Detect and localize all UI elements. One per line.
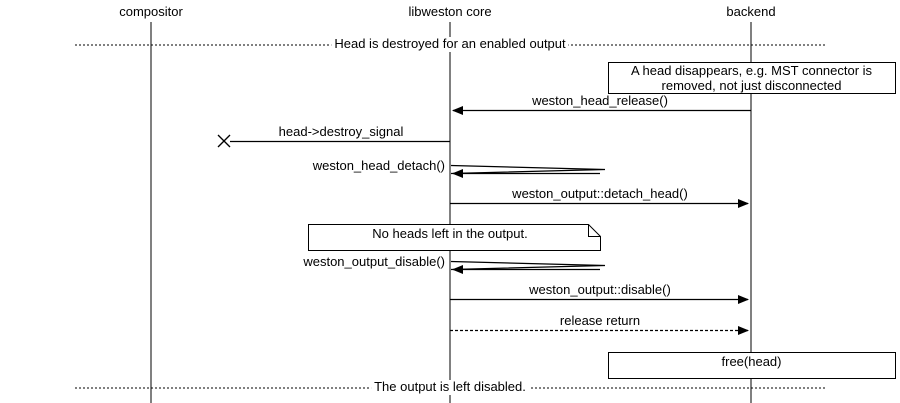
message-weston-head-detach: [450, 164, 606, 178]
note-line: A head disappears, e.g. MST connector is: [630, 63, 873, 78]
note-head-disappears-text: A head disappears, e.g. MST connector is…: [608, 63, 895, 93]
participant-label-compositor: compositor: [119, 4, 183, 19]
participant-label-backend: backend: [726, 4, 776, 19]
message-label-weston-head-detach: weston_head_detach(): [310, 158, 447, 174]
message-label-release-return: release return: [556, 313, 644, 329]
message-label-weston-head-release: weston_head_release(): [529, 93, 671, 109]
message-label-weston-output-disable: weston_output_disable(): [301, 254, 447, 270]
note-head-disappears-box: [608, 62, 896, 94]
note-no-heads-left-box: [308, 224, 601, 251]
divider-label-top: Head is destroyed for an enabled output: [331, 36, 569, 52]
message-weston-output-disable: [450, 260, 606, 274]
divider-label-bottom: The output is left disabled.: [371, 379, 529, 395]
participant-label-libweston-core: libweston core: [408, 4, 492, 19]
note-free-head-text: free(head): [608, 354, 895, 370]
message-label-weston-output-detach-head: weston_output::detach_head(): [509, 186, 691, 202]
message-head-destroy-signal: [217, 134, 450, 148]
note-no-heads-left-text: No heads left in the output.: [308, 226, 592, 242]
note-free-head-box: [608, 352, 896, 379]
note-line: removed, not just disconnected: [661, 77, 842, 93]
message-label-head-destroy-signal: head->destroy_signal: [275, 124, 407, 140]
lost-message-x-icon: [217, 134, 231, 148]
message-label-weston-output-disable-backend: weston_output::disable(): [526, 282, 674, 298]
note-line: No heads left in the output.: [372, 226, 528, 241]
note-line: free(head): [721, 354, 782, 369]
